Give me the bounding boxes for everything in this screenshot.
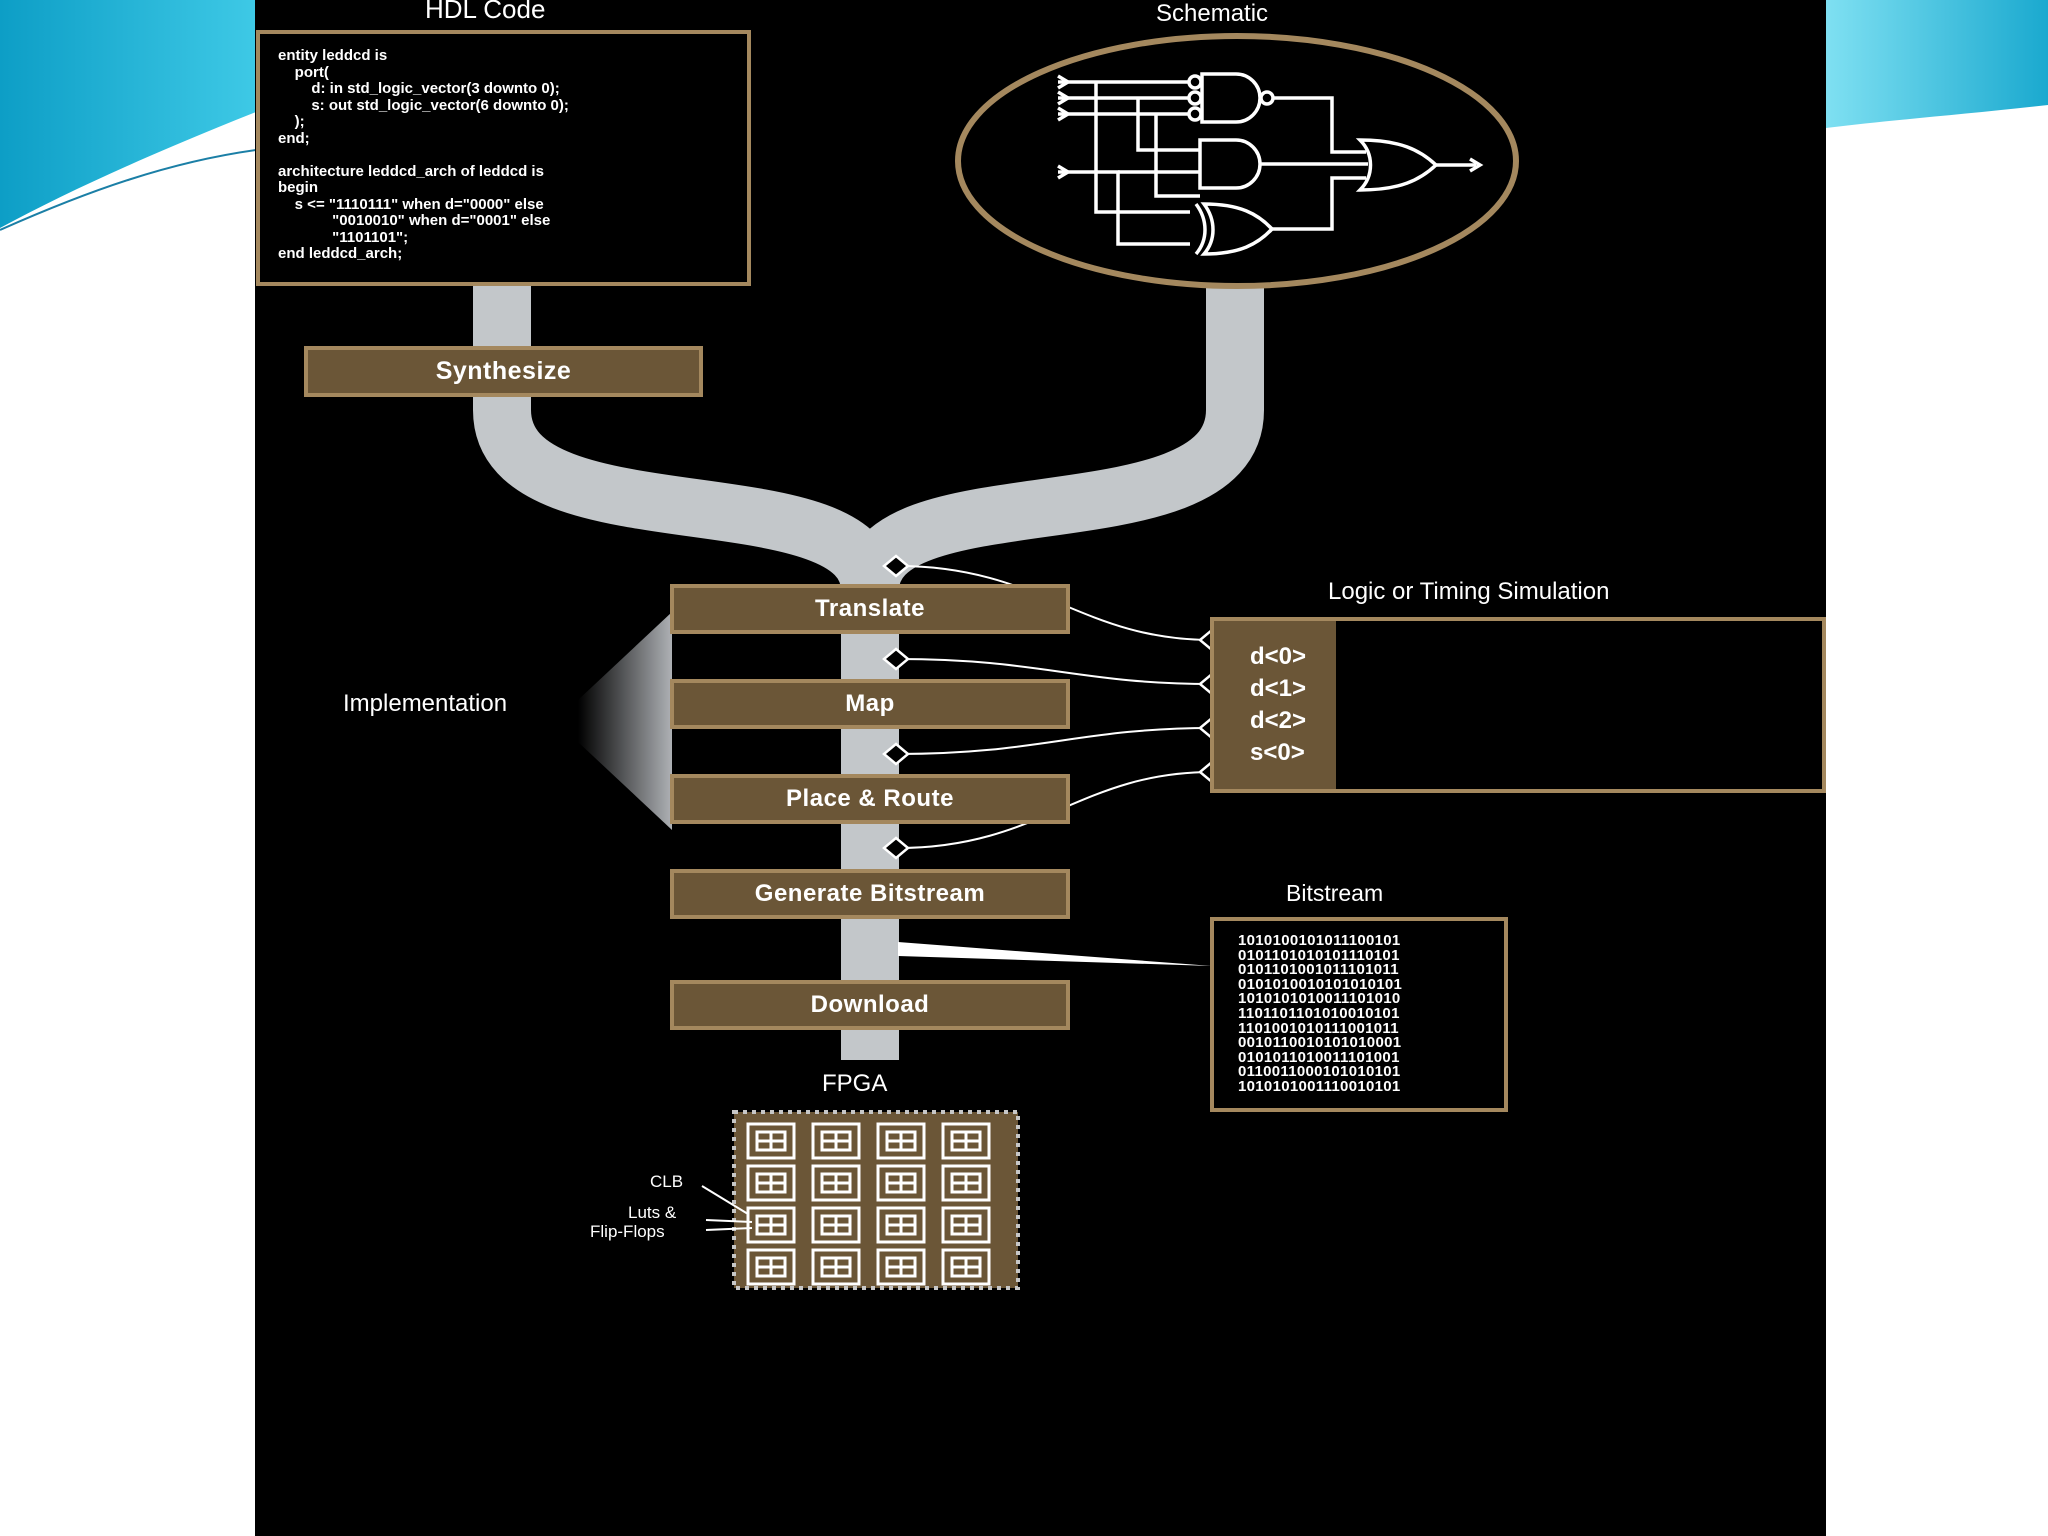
clb-cell — [811, 1122, 861, 1160]
hdl-code-line: begin — [278, 179, 318, 196]
clb-cell — [941, 1164, 991, 1202]
clb-cell — [876, 1164, 926, 1202]
download-step: Download — [670, 980, 1070, 1030]
hdl-code-line: s <= "1110111" when d="0000" else — [278, 195, 544, 213]
schematic-title: Schematic — [1156, 0, 1269, 27]
translate-step: Translate — [670, 584, 1070, 634]
signal-s0: s<0> — [1250, 739, 1305, 766]
clb-cell — [746, 1164, 796, 1202]
clb-cell — [811, 1248, 861, 1286]
bitstream-line: 1010101010011101010 — [1238, 990, 1401, 1008]
signal-d0: d<0> — [1250, 643, 1307, 670]
clb-cell — [941, 1248, 991, 1286]
hdl-code-line: end; — [278, 129, 310, 147]
hdl-code-line: ); — [278, 113, 305, 130]
simulation-box: d<0> d<1> d<2> s<0> — [1210, 617, 1826, 793]
signal-d1: d<1> — [1250, 675, 1307, 702]
hdl-code-line: s: out std_logic_vector(6 downto 0); — [278, 96, 569, 114]
clb-cell — [941, 1206, 991, 1244]
luts-label-line2: Flip-Flops — [590, 1222, 665, 1241]
bitstream-line: 0010110010101010001 — [1238, 1034, 1402, 1052]
bitstream-title: Bitstream — [1286, 880, 1384, 906]
hdl-code-line: port( — [278, 63, 329, 81]
schematic-gates — [1057, 72, 1484, 256]
bitstream-line: 0101101010101110101 — [1238, 946, 1400, 964]
simulation-title: Logic or Timing Simulation — [1328, 578, 1610, 605]
hdl-code-box: entity leddcd is port( d: in std_logic_v… — [256, 30, 751, 286]
hdl-code-line: architecture leddcd_arch of leddcd is — [278, 162, 544, 180]
bitstream-line: 0101011010011101001 — [1238, 1048, 1400, 1066]
clb-cell — [876, 1248, 926, 1286]
clb-cell — [746, 1206, 796, 1244]
hdl-code-title: HDL Code — [425, 0, 546, 24]
bitstream-line: 1101101101010010101 — [1238, 1004, 1400, 1022]
bitstream-line: 1101001010111001011 — [1238, 1019, 1399, 1037]
hdl-code-line: "1101101"; — [278, 228, 409, 246]
pipe-hdl — [473, 286, 899, 594]
bitstream-line: 1010101001110010101 — [1238, 1077, 1401, 1095]
fpga-title: FPGA — [822, 1070, 888, 1097]
bitstream-connector — [898, 942, 1212, 966]
hdl-code-line: entity leddcd is — [278, 47, 388, 64]
implementation-bracket — [578, 612, 672, 830]
clb-cell — [941, 1122, 991, 1160]
fpga-callouts — [701, 1185, 753, 1231]
fpga-clb-grid — [746, 1122, 991, 1286]
implementation-label: Implementation — [343, 690, 508, 717]
hdl-code-line: "0010010" when d="0001" else — [278, 212, 551, 229]
bitstream-line: 1010100101011100101 — [1238, 932, 1401, 949]
map-step: Map — [670, 679, 1070, 729]
pipe-schematic — [841, 286, 1264, 594]
swoosh-left — [0, 0, 256, 228]
swoosh-right — [1826, 0, 2048, 128]
place-route-step: Place & Route — [670, 774, 1070, 824]
clb-cell — [811, 1206, 861, 1244]
clb-label: CLB — [650, 1172, 684, 1191]
generate-bitstream-step: Generate Bitstream — [670, 869, 1070, 919]
clb-cell — [876, 1122, 926, 1160]
swoosh-left-line — [0, 149, 257, 231]
signal-d2: d<2> — [1250, 707, 1307, 734]
clb-cell — [746, 1248, 796, 1286]
synthesize-step: Synthesize — [304, 346, 703, 397]
hdl-code-line: end leddcd_arch; — [278, 245, 403, 262]
bitstream-line: 0110011000101010101 — [1238, 1063, 1401, 1081]
bitstream-line: 0101101001011101011 — [1238, 961, 1399, 979]
bitstream-line: 0101010010101010101 — [1238, 975, 1403, 993]
clb-cell — [746, 1122, 796, 1160]
luts-label-line1: Luts & — [628, 1203, 677, 1222]
hdl-code-line — [278, 147, 729, 164]
clb-cell — [876, 1206, 926, 1244]
hdl-code-line: d: in std_logic_vector(3 downto 0); — [278, 80, 560, 97]
hdl-code-lines: entity leddcd is port( d: in std_logic_v… — [278, 47, 729, 263]
clb-cell — [811, 1164, 861, 1202]
signal-name-panel: d<0> d<1> d<2> s<0> — [1214, 621, 1336, 789]
